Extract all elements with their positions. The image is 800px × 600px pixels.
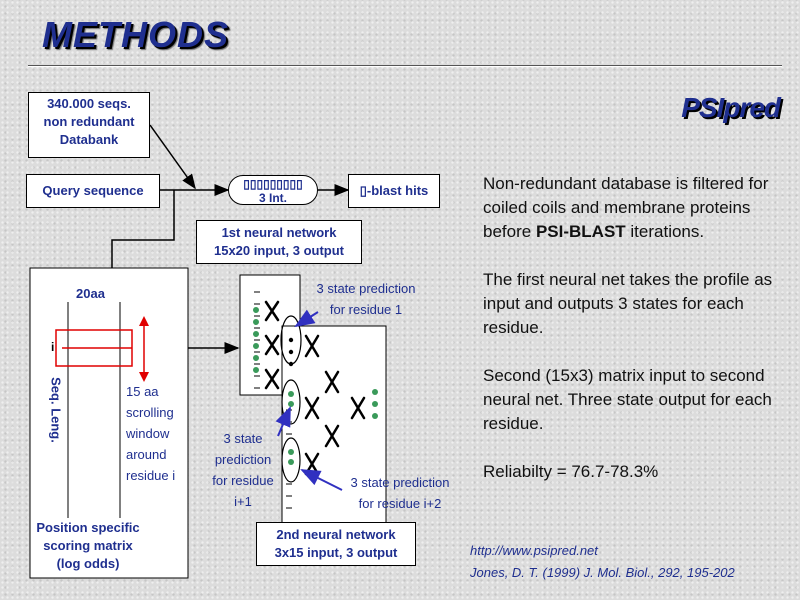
- query-box: Query sequence: [26, 174, 160, 208]
- matrix-caption-1: Position specific: [36, 520, 140, 535]
- description-para-4: Reliabilty = 76.7-78.3%: [483, 462, 659, 481]
- pointer-p2: [275, 406, 291, 437]
- psiblast-glyphs: ▯▯▯▯▯▯▯▯▯: [243, 177, 303, 191]
- citation-url[interactable]: http://www.psipred.net: [470, 543, 598, 558]
- prediction-1-line-1: 3 state prediction: [316, 281, 416, 296]
- databank-line-2: non redundant: [43, 114, 135, 129]
- matrix-panel: [29, 267, 189, 579]
- nn2-title: 2nd neural network: [276, 527, 396, 542]
- connection-symbols: [264, 300, 366, 476]
- nn1-title: 1st neural network: [221, 225, 337, 240]
- query-to-matrix: [111, 190, 175, 268]
- matrix-caption-3: (log odds): [56, 556, 120, 571]
- prediction-3-line-1: 3 state prediction: [350, 475, 450, 490]
- nn2-spec: 3x15 input, 3 output: [274, 545, 398, 560]
- description-para-1: Non-redundant database is filtered for c…: [483, 172, 793, 244]
- databank-box: 340.000 seqs. non redundant Databank: [28, 92, 150, 158]
- prediction-groups: [280, 315, 302, 483]
- nn1-box: 1st neural network 15x20 input, 3 output: [196, 220, 362, 264]
- prediction-1-line-2: for residue 1: [329, 302, 403, 317]
- pointer-p1: [294, 309, 319, 328]
- nn2-box: 2nd neural network 3x15 input, 3 output: [256, 522, 416, 566]
- pointer-p3: [300, 469, 343, 491]
- databank-connector: [149, 124, 196, 190]
- output-nodes: [253, 307, 378, 465]
- window-label-2: scrolling: [126, 405, 174, 420]
- psi-blast-term: PSI-BLAST: [535, 222, 626, 241]
- citation: http://www.psipred.net Jones, D. T. (199…: [470, 540, 735, 584]
- prediction-2-line-3: for residue: [212, 473, 274, 488]
- aa-label: 20aa: [76, 286, 105, 301]
- window-label-1: 15 aa: [126, 384, 159, 399]
- hits-box: ▯-blast hits: [348, 174, 440, 208]
- description-filter-text: Non-redundant database is filtered for c…: [483, 174, 769, 241]
- window-label-5: residue i: [126, 468, 176, 483]
- description-para-3: Second (15x3) matrix input to second neu…: [483, 366, 772, 433]
- matrix-caption: Position specific scoring matrix (log od…: [30, 519, 146, 573]
- prediction-label-2: 3 state prediction for residue i+1: [202, 428, 284, 512]
- databank-line-3: Databank: [59, 132, 119, 147]
- seq-length-label: Seq. Leng.: [48, 377, 64, 443]
- psiblast-node: ▯▯▯▯▯▯▯▯▯ 3 Int.: [228, 175, 318, 205]
- window-label-3: window: [126, 426, 170, 441]
- prediction-label-3: 3 state prediction for residue i+2: [336, 472, 464, 514]
- title-divider: [28, 65, 782, 67]
- page-title: METHODS: [42, 14, 229, 55]
- matrix-caption-2: scoring matrix: [43, 538, 133, 553]
- prediction-2-line-1: 3 state: [223, 431, 263, 446]
- brand-logo: PSIpred: [681, 92, 781, 123]
- description: Non-redundant database is filtered for c…: [483, 172, 793, 508]
- databank-line-1: 340.000 seqs.: [47, 96, 131, 111]
- citation-reference: Jones, D. T. (1999) J. Mol. Biol., 292, …: [470, 565, 735, 580]
- window-label: 15 aa scrolling window around residue i: [126, 381, 175, 486]
- nn1-spec: 15x20 input, 3 output: [213, 243, 344, 258]
- prediction-label-1: 3 state prediction for residue 1: [298, 278, 434, 320]
- window-span-top: [139, 316, 149, 326]
- prediction-2-line-2: prediction: [214, 452, 272, 467]
- window-label-4: around: [126, 447, 167, 462]
- residue-i-label: i: [51, 340, 55, 354]
- prediction-2-line-4: i+1: [234, 494, 252, 509]
- window-span-bottom: [139, 372, 149, 382]
- prediction-3-line-2: for residue i+2: [358, 496, 442, 511]
- nn2-panel: [281, 325, 387, 525]
- psiblast-iterations: 3 Int.: [258, 191, 287, 205]
- description-para-2: The first neural net takes the profile a…: [483, 270, 773, 337]
